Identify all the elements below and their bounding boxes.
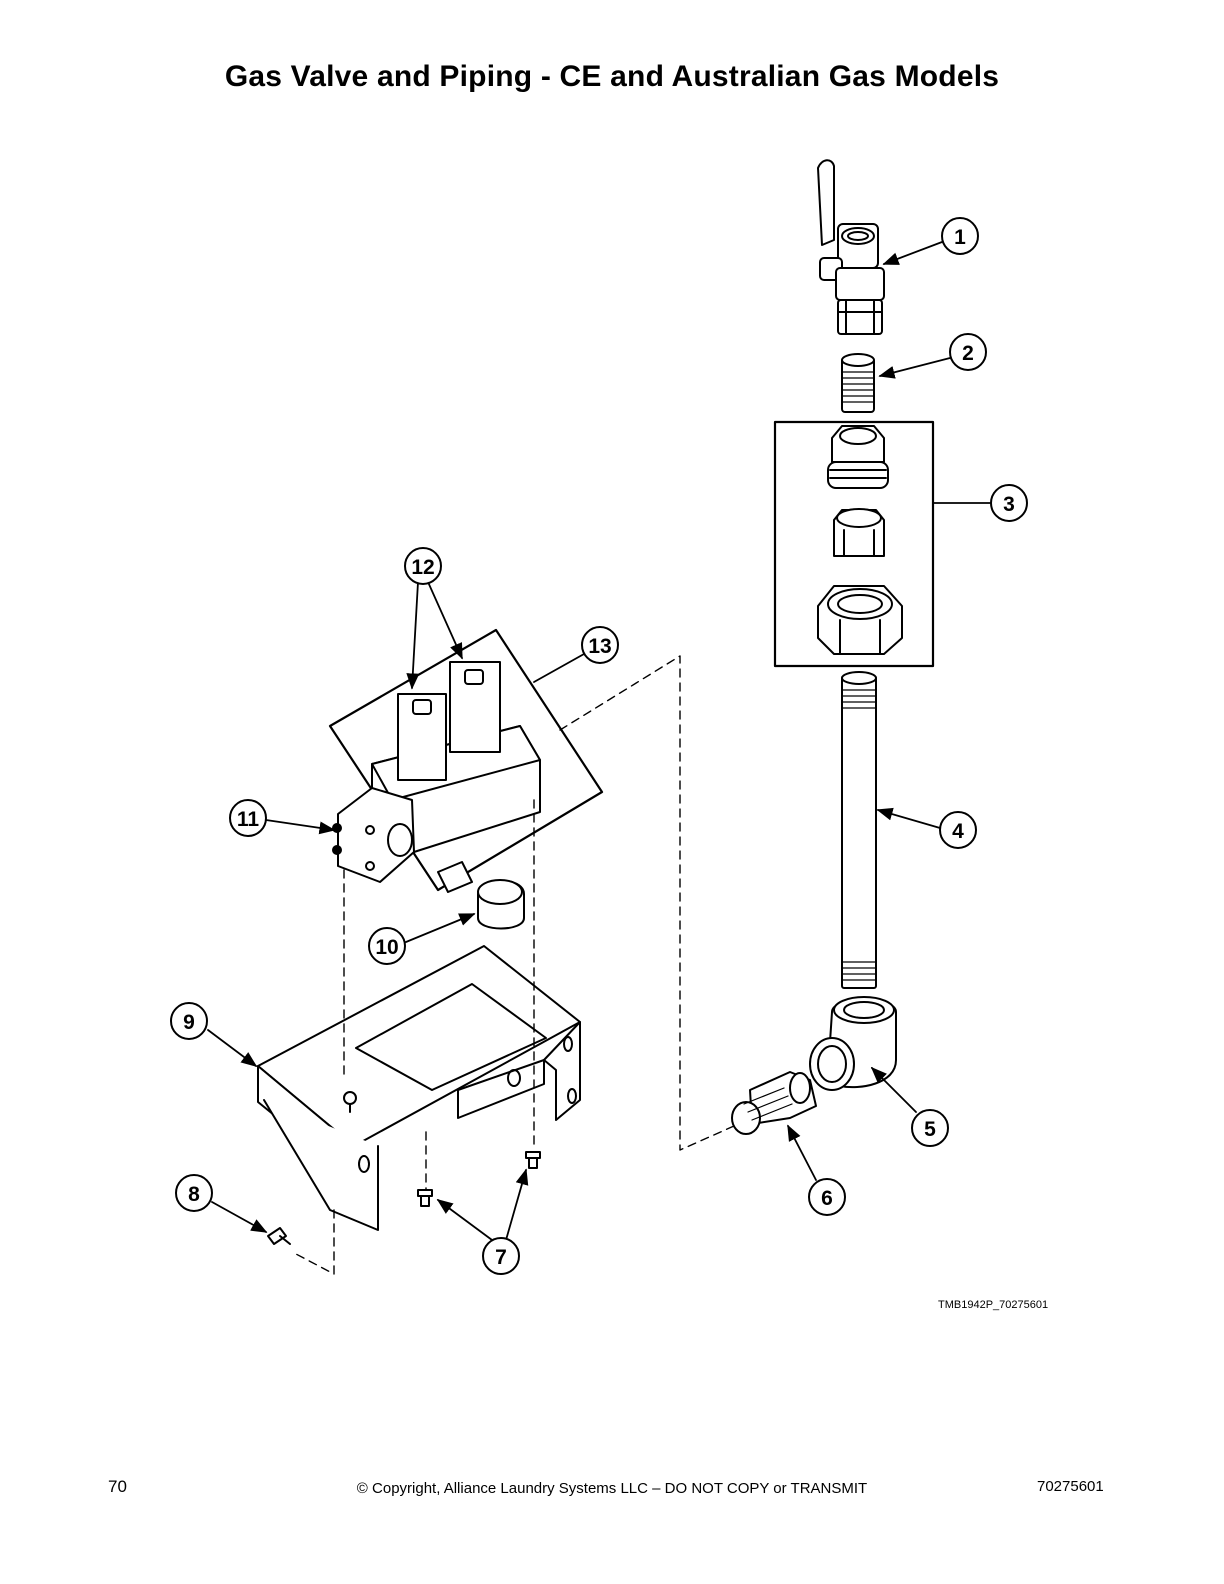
svg-text:8: 8	[188, 1183, 200, 1206]
ball-valve-part	[817, 159, 885, 335]
callout-11: 11	[229, 799, 267, 837]
mounting-bracket-part	[257, 945, 581, 1231]
svg-text:3: 3	[1003, 493, 1015, 516]
screws-part	[267, 1151, 541, 1245]
page-number: 70	[108, 1477, 127, 1496]
figure-id: TMB1942P_70275601	[938, 1299, 1049, 1311]
callout-7: 7	[482, 1237, 520, 1275]
hex-nipple-part	[731, 1071, 817, 1135]
callout-8: 8	[175, 1174, 213, 1212]
svg-text:13: 13	[588, 635, 611, 658]
callout-2: 2	[949, 333, 987, 371]
assembly-guide-lines	[295, 655, 735, 1275]
svg-text:10: 10	[375, 936, 398, 959]
elbow-part	[809, 996, 897, 1091]
leader-lines	[207, 241, 991, 1241]
callout-3: 3	[990, 484, 1028, 522]
callout-6: 6	[808, 1178, 846, 1216]
svg-text:12: 12	[411, 556, 434, 579]
svg-text:11: 11	[237, 808, 260, 831]
svg-text:5: 5	[924, 1118, 936, 1141]
svg-text:9: 9	[183, 1011, 195, 1034]
callout-1: 1	[941, 217, 979, 255]
callout-13: 13	[581, 626, 619, 664]
cap-part	[477, 879, 525, 930]
callout-5: 5	[911, 1109, 949, 1147]
gas-valve-assembly	[328, 628, 604, 893]
long-pipe-part	[841, 671, 877, 989]
callout-4: 4	[939, 811, 977, 849]
copyright-notice: © Copyright, Alliance Laundry Systems LL…	[356, 1480, 868, 1497]
svg-text:6: 6	[821, 1187, 833, 1210]
document-number: 70275601	[1037, 1478, 1104, 1495]
svg-text:7: 7	[495, 1246, 507, 1269]
svg-text:4: 4	[952, 820, 964, 843]
svg-text:2: 2	[962, 342, 974, 365]
svg-text:1: 1	[954, 226, 966, 249]
union-kit-part	[773, 420, 935, 668]
page-title: Gas Valve and Piping - CE and Australian…	[224, 60, 1000, 93]
callout-12: 12	[404, 547, 442, 585]
callout-9: 9	[170, 1002, 208, 1040]
callout-10: 10	[368, 927, 406, 965]
short-nipple-part	[841, 353, 875, 413]
